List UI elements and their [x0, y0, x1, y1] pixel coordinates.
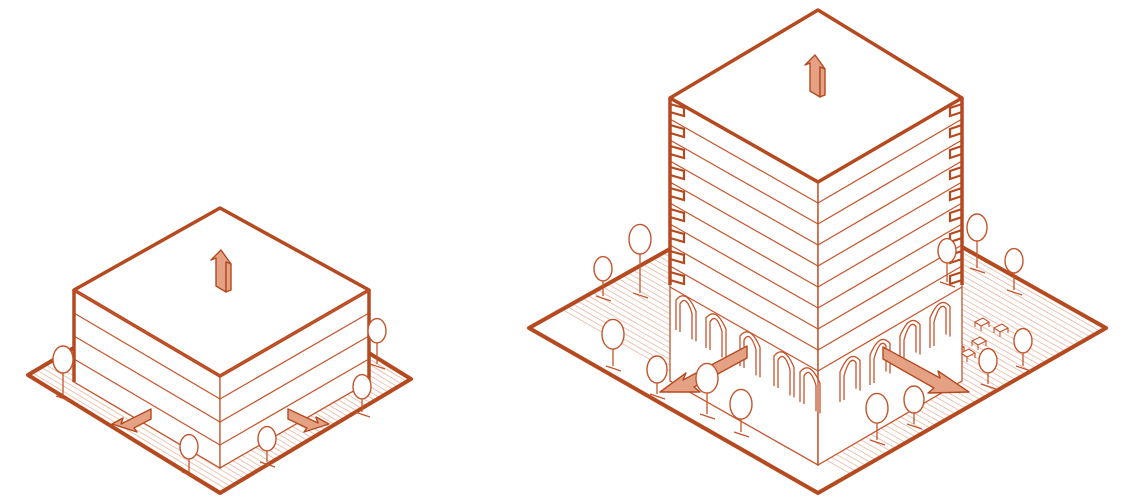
- tower-panel: [300, 10, 1124, 497]
